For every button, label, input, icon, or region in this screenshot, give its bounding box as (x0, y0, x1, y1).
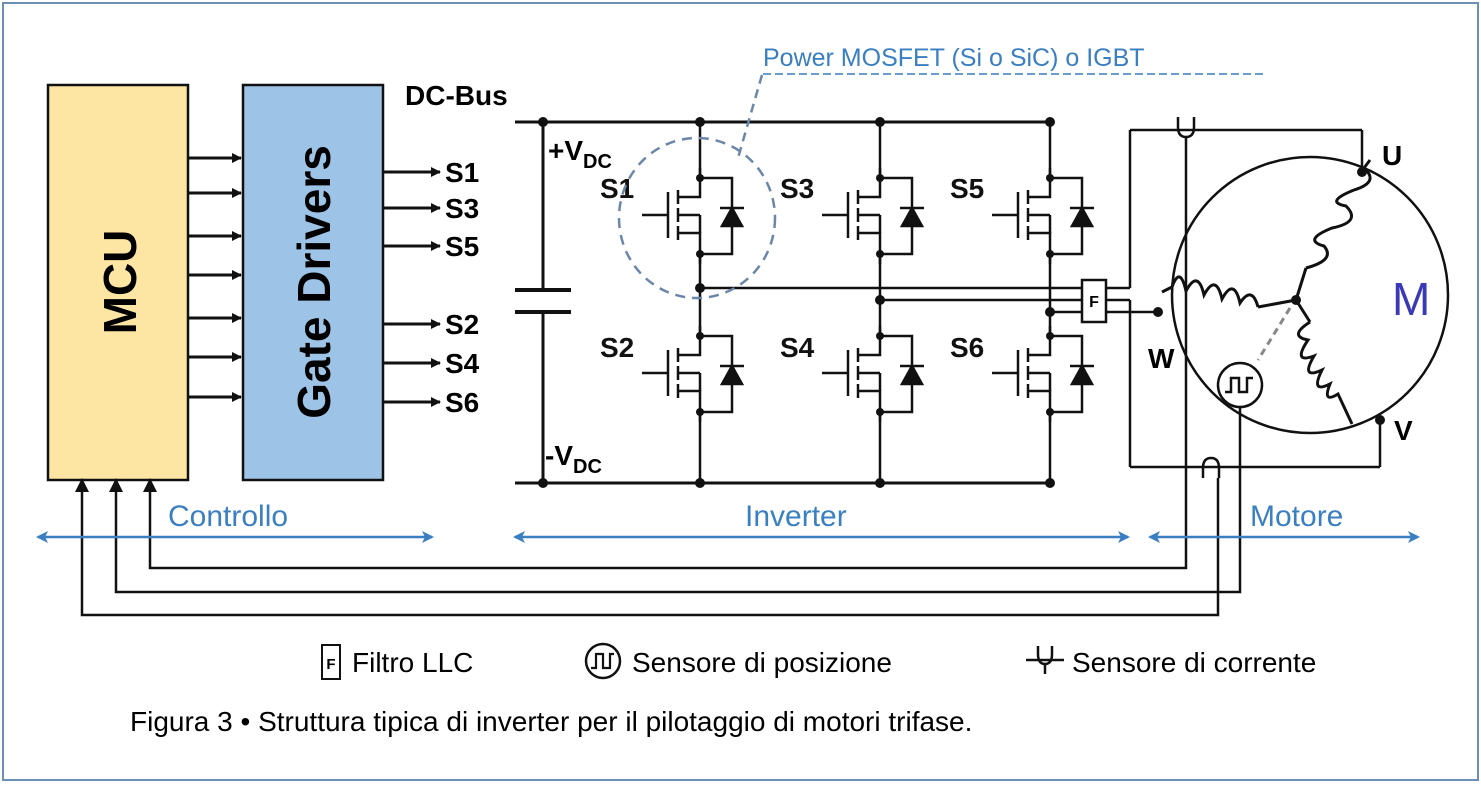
winding-star-point (1291, 295, 1301, 305)
figure-caption: Figura 3 • Struttura tipica di inverter … (130, 706, 972, 737)
switch-label: S1 (600, 173, 634, 204)
driver-output-label: S6 (445, 387, 479, 418)
switch-label: S6 (950, 332, 984, 363)
plus-vdc-label: +VDC (548, 135, 612, 173)
legend-current-text: Sensore di corrente (1072, 647, 1316, 678)
section-inverter-label: Inverter (745, 500, 847, 533)
phase-u-label: U (1382, 140, 1402, 171)
switch-highlight-ellipse (617, 136, 777, 300)
switch-s5: S5 (950, 168, 1095, 264)
position-sensor-icon (1216, 361, 1264, 409)
legend-filter-text: Filtro LLC (352, 647, 473, 678)
section-motor-label: Motore (1250, 500, 1343, 533)
motor-label: M (1392, 273, 1430, 325)
control-signal-arrows (188, 153, 242, 402)
phase-w-label: W (1148, 343, 1175, 374)
switch-label: S5 (950, 173, 984, 204)
switch-label: S3 (780, 173, 814, 204)
legend-current-sensor-icon (1026, 646, 1064, 674)
driver-output-label: S2 (445, 309, 479, 340)
driver-output-label: S3 (445, 193, 479, 224)
llc-filter: F (1080, 278, 1108, 324)
dc-bus-wiring (515, 120, 1052, 485)
legend-position-text: Sensore di posizione (632, 647, 892, 678)
section-control-label: Controllo (168, 500, 288, 533)
feedback-arrowheads (75, 478, 157, 492)
legend-filter-icon-letter: F (326, 656, 335, 673)
mcu-label: MCU (94, 230, 146, 335)
switch-s4: S4 (780, 326, 925, 422)
legend-filter-icon (321, 644, 341, 680)
llc-filter-letter: F (1089, 294, 1099, 311)
driver-output-label: S5 (445, 231, 479, 262)
gate-drivers-label: Gate Drivers (288, 145, 340, 419)
switch-s1: S1 (600, 168, 745, 264)
driver-output-label: S4 (445, 348, 480, 379)
dc-bus-title: DC-Bus (405, 80, 508, 111)
rotor-axis-dashed (1256, 307, 1292, 361)
phase-wiring (700, 286, 1082, 314)
minus-vdc-label: -VDC (545, 440, 602, 478)
legend: F Filtro LLC Sensore di posizione Sensor… (321, 642, 1316, 680)
phase-v-label: V (1394, 415, 1413, 446)
driver-output-label: S1 (445, 157, 479, 188)
motor-feed-wiring (1106, 128, 1382, 469)
phase-node (1045, 307, 1055, 317)
switch-label: S4 (780, 332, 815, 363)
mcu-block: MCU (46, 83, 190, 482)
legend-position-sensor-icon (584, 642, 622, 680)
stator-windings (1161, 159, 1372, 425)
current-sensor-v (1201, 456, 1221, 478)
switch-s3: S3 (780, 168, 925, 264)
gate-drivers-block: Gate Drivers (241, 83, 385, 482)
switch-s2: S2 (600, 326, 745, 422)
motor: M U V W (1148, 140, 1450, 446)
switch-label: S2 (600, 332, 634, 363)
switch-s6: S6 (950, 326, 1095, 422)
power-switch-callout: Power MOSFET (Si o SiC) o IGBT (763, 44, 1145, 72)
